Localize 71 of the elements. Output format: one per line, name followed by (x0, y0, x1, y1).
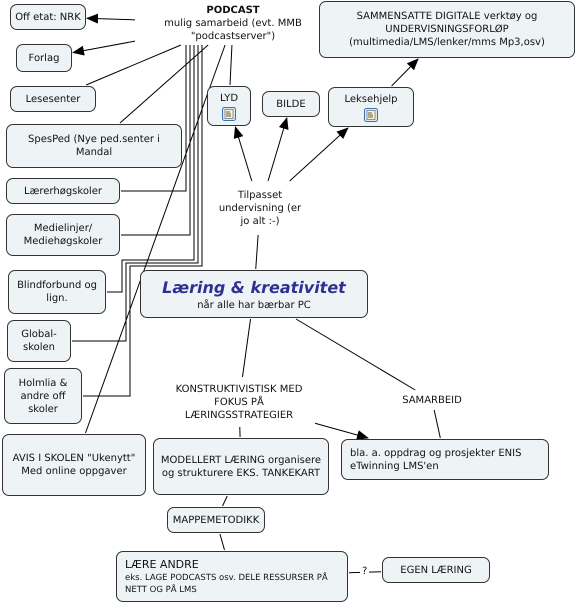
connector-line (255, 234, 259, 270)
concept-box (328, 87, 414, 127)
concept-text: Forlag (28, 52, 60, 64)
concept-text: Lærerhøgskoler (24, 184, 102, 198)
concept-text: når alle har bærbar PC (197, 298, 311, 312)
concept-text: Medielinjer/ Mediehøgskoler (22, 222, 104, 248)
concept-text: BILDE (276, 98, 306, 110)
arrow (268, 117, 288, 182)
concept-text: bla. a. oppdrag og prosjekter ENIS eTwinning LMS'en (350, 446, 522, 472)
concept-box (4, 368, 82, 424)
connector-line (230, 44, 232, 86)
concept-text: LYD (220, 92, 238, 104)
concept-box (8, 270, 106, 314)
concept-text: Off etat: NRK (15, 10, 81, 24)
connector-line (120, 44, 190, 236)
concept-box (341, 439, 549, 480)
concept-text: MAPPEMETODIKK (172, 514, 260, 526)
arrow (289, 127, 349, 182)
concept-label: mulig samarbeid (evt. MMB "podcastserver") (163, 16, 303, 42)
concept-box (153, 438, 329, 495)
concept-box (6, 178, 120, 204)
concept-box (10, 4, 86, 30)
concept-box (167, 507, 265, 533)
connector-line (72, 44, 198, 342)
connector-line (348, 571, 382, 574)
concept-label: PODCAST (206, 4, 260, 16)
concept-box (6, 124, 182, 168)
concept-box (207, 86, 251, 126)
connector-line (434, 410, 441, 438)
concept-text: SAMMENSATTE DIGITALE verktøy og UNDERVISNINGSFORLØP (multimedia/LMS/lenker/mms Mp3,osv) (348, 10, 546, 49)
concept-box (6, 214, 120, 256)
connector-line (295, 318, 416, 390)
arrow (391, 58, 419, 86)
concept-text: LÆRE ANDRE (125, 557, 199, 572)
concept-text: EGEN LÆRING (400, 564, 472, 576)
connector-line (85, 44, 226, 434)
concept-text: Holmlia & andre off skoler (18, 376, 68, 416)
connector-line (239, 426, 241, 438)
connector-line (120, 44, 209, 124)
concept-box (10, 86, 96, 112)
concept-box (2, 434, 146, 496)
concept-box (382, 557, 490, 583)
connector-line (219, 534, 225, 550)
concept-text: Leksehjelp (344, 92, 398, 106)
concept-box (262, 91, 320, 117)
concept-text: AVIS I SKOLEN "Ukenytt" Med online oppgaver (12, 452, 136, 478)
connector-line (106, 44, 194, 292)
connector-line (120, 44, 186, 192)
concept-text: SpesPed (Nye ped.senter i Mandal (27, 133, 161, 159)
concept-text: Læring & kreativitet (162, 276, 346, 298)
arrow (72, 40, 136, 56)
concept-text: eks. LAGE PODCASTS osv. DELE RESSURSER PÅ NETT OG PÅ LMS (125, 572, 329, 596)
concept-text: MODELLERT LÆRING organisere og strukturere EKS. TANKEKART (160, 454, 322, 480)
arrow (86, 14, 136, 24)
arrow (234, 126, 252, 182)
connector-line (82, 44, 202, 396)
main-concept-box (140, 270, 368, 318)
arrow (314, 422, 369, 440)
concept-box (319, 1, 575, 58)
concept-text: Global- skolen (20, 328, 58, 354)
concept-box (16, 44, 72, 72)
concept-box (7, 320, 71, 362)
connector-line (242, 318, 252, 378)
concept-label: Tilpasset undervisning (er jo alt :-) (218, 188, 302, 228)
connector-line (86, 44, 182, 86)
concept-label: KONSTRUKTIVISTISK MED FOKUS PÅ LÆRINGSSTRATEGIER (174, 382, 304, 422)
concept-label: SAMARBEID (402, 394, 462, 406)
concept-text: Blindforbund og lign. (16, 279, 98, 305)
connector-line (222, 496, 228, 506)
concept-box (116, 551, 348, 602)
concept-text: Lesesenter (26, 92, 80, 106)
